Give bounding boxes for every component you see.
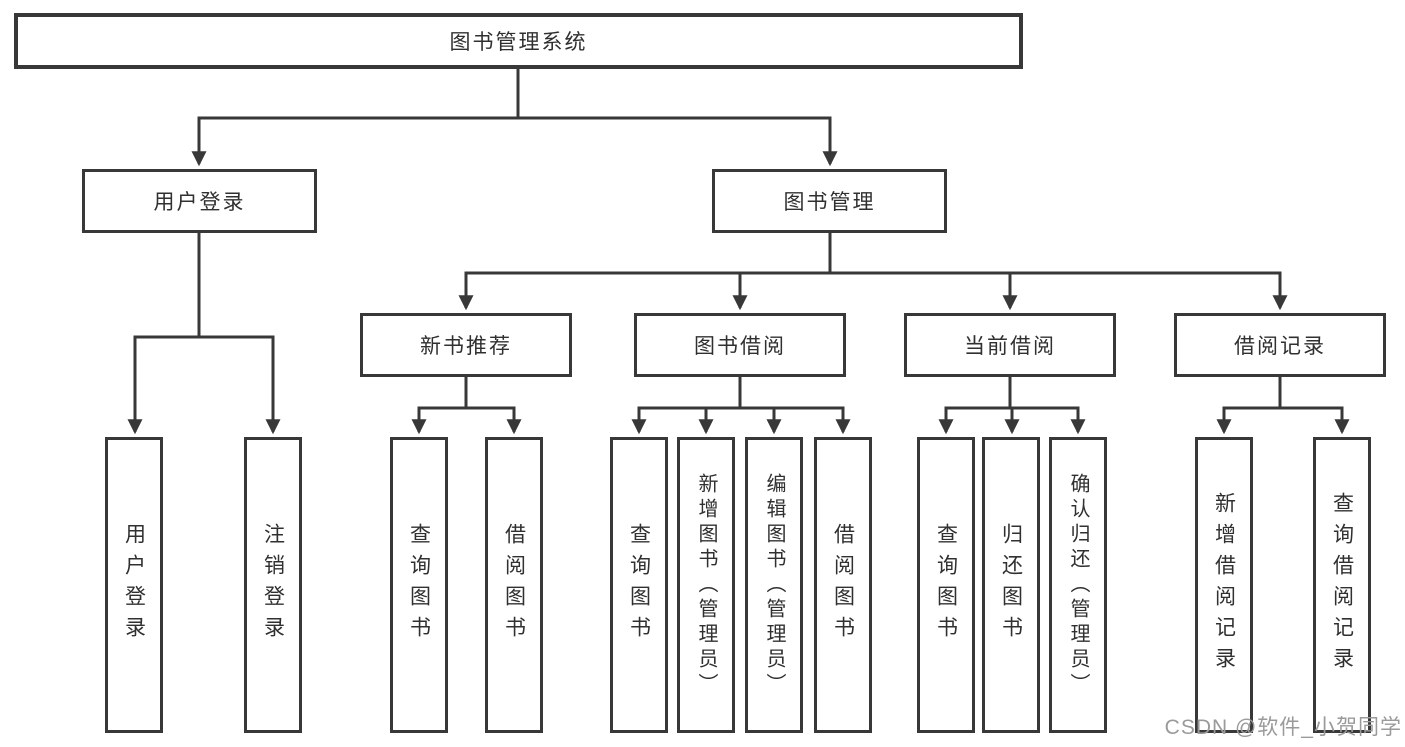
node-current-borrowing: 当前借阅 (904, 313, 1116, 377)
leaf-nbr-borrow-books: 借阅图书 (485, 437, 543, 733)
node-label: 新书推荐 (420, 335, 512, 358)
node-borrowing-records: 借阅记录 (1174, 313, 1386, 377)
leaf-label: 归还图书 (999, 523, 1023, 647)
leaf-br-add-borrow-record: 新增借阅记录 (1195, 437, 1253, 733)
leaf-br-query-borrow-record: 查询借阅记录 (1313, 437, 1371, 733)
node-book-borrowing: 图书借阅 (634, 313, 846, 377)
leaf-label: 查询图书 (627, 523, 651, 647)
node-new-book-recommendation: 新书推荐 (360, 313, 572, 377)
csdn-watermark: CSDN @软件_小贺同学 (1164, 716, 1402, 739)
leaf-nbr-query-books: 查询图书 (390, 437, 448, 733)
leaf-label: 查询借阅记录 (1330, 492, 1354, 678)
leaf-label: 查询图书 (407, 523, 431, 647)
leaf-label: 借阅图书 (831, 523, 855, 647)
node-label: 当前借阅 (964, 335, 1056, 358)
leaf-label: 新增图书（管理员） (695, 472, 717, 698)
leaf-label: 借阅图书 (502, 523, 526, 647)
leaf-label: 查询图书 (934, 523, 958, 647)
leaf-label: 用户登录 (122, 523, 146, 647)
leaf-bb-borrow-books: 借阅图书 (814, 437, 872, 733)
leaf-bb-query-books: 查询图书 (610, 437, 668, 733)
leaf-label: 确认归还（管理员） (1067, 472, 1089, 698)
leaf-cb-return-books: 归还图书 (982, 437, 1040, 733)
leaf-logout-login: 注销登录 (244, 437, 302, 733)
node-book-management: 图书管理 (712, 169, 947, 233)
node-label: 图书借阅 (694, 335, 786, 358)
leaf-cb-confirm-return-admin: 确认归还（管理员） (1049, 437, 1107, 733)
node-label: 图书管理 (783, 191, 876, 214)
node-label: 用户登录 (153, 191, 246, 214)
node-label: 图书管理系统 (449, 31, 588, 54)
node-library-management-system: 图书管理系统 (14, 13, 1023, 69)
leaf-bb-edit-books-admin: 编辑图书（管理员） (745, 437, 803, 733)
node-label: 借阅记录 (1234, 335, 1326, 358)
leaf-bb-add-books-admin: 新增图书（管理员） (677, 437, 735, 733)
leaf-label: 注销登录 (261, 523, 285, 647)
leaf-cb-query-books: 查询图书 (917, 437, 975, 733)
leaf-label: 新增借阅记录 (1212, 492, 1236, 678)
leaf-user-login: 用户登录 (105, 437, 163, 733)
leaf-label: 编辑图书（管理员） (763, 472, 785, 698)
node-user-login: 用户登录 (82, 169, 317, 233)
